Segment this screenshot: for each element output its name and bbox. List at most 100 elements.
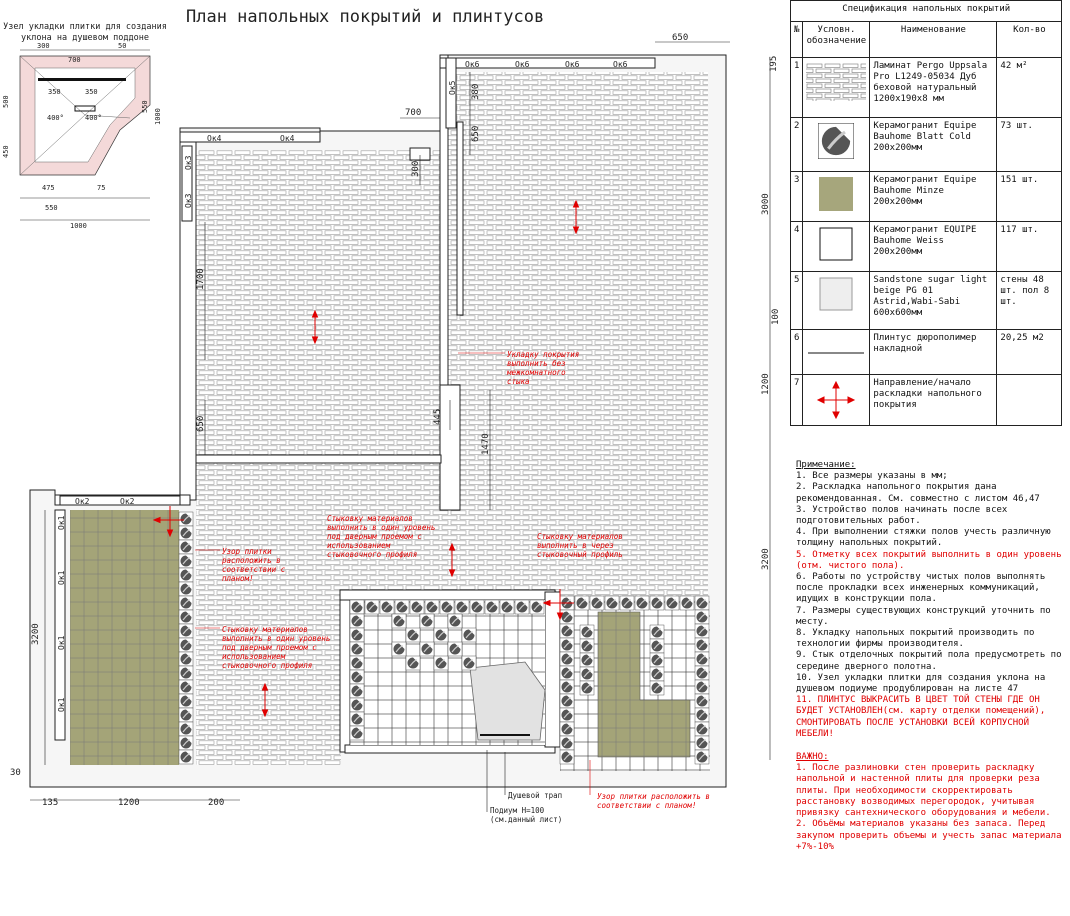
blatt-tile xyxy=(433,655,449,671)
blatt-tile xyxy=(649,680,665,696)
blatt-tile xyxy=(649,652,665,668)
note-item: 4. При выполнении стяжки полов учесть ра… xyxy=(796,527,1051,549)
notes-block: Примечание: 1. Все размеры указаны в мм;… xyxy=(796,460,1068,853)
svg-text:300: 300 xyxy=(37,42,50,50)
blatt-tile xyxy=(349,669,365,685)
svg-text:450: 450 xyxy=(2,145,10,158)
blatt-tile xyxy=(619,595,635,611)
annotation-no-joint: Укладку покрытия выполнить без межкомнат… xyxy=(458,350,579,386)
svg-text:Стыковку материалов: Стыковку материалов xyxy=(537,532,623,541)
windows: Ок6 Ок6 Ок6 Ок6 Ок5 Ок4 Ок4 Ок3 Ок3 Ок2 … xyxy=(54,57,656,741)
black-callouts: Душевой трап Подиум Н=100 (см.данный лис… xyxy=(486,750,562,824)
svg-text:выполнить в один уровень: выполнить в один уровень xyxy=(222,634,330,643)
blatt-tile xyxy=(349,711,365,727)
note-item: 2. Раскладка напольного покрытия дана ре… xyxy=(796,482,1040,504)
sandstone-swatch xyxy=(819,277,853,311)
svg-text:650: 650 xyxy=(672,33,688,43)
svg-text:75: 75 xyxy=(97,184,105,192)
blatt-tile xyxy=(679,595,695,611)
spec-row-2: 2 Керамогранит Equipe Bauhome Blatt Cold… xyxy=(789,117,1063,172)
blatt-tile xyxy=(454,599,470,615)
blatt-tile xyxy=(178,539,194,555)
blatt-tile xyxy=(559,651,575,667)
spec-row-7: 7 Направление/начало раскладки напольног… xyxy=(789,374,1063,426)
note-item: 1. Все размеры указаны в мм; xyxy=(796,471,948,482)
blatt-tile xyxy=(694,735,710,751)
svg-text:Ок5: Ок5 xyxy=(448,80,457,95)
svg-text:Ок1: Ок1 xyxy=(57,697,66,712)
blatt-tile xyxy=(559,707,575,723)
blatt-tile xyxy=(447,613,463,629)
svg-text:475: 475 xyxy=(42,184,55,192)
svg-text:100: 100 xyxy=(771,309,781,325)
svg-text:Ок3: Ок3 xyxy=(184,193,193,208)
svg-text:Ок6: Ок6 xyxy=(515,60,530,69)
blatt-tile xyxy=(694,637,710,653)
laminate-swatch xyxy=(806,63,867,101)
svg-text:Ок4: Ок4 xyxy=(207,134,222,143)
annotation-pattern-right: Узор плитки расположить в соответствии с… xyxy=(589,760,710,810)
blatt-tile xyxy=(178,651,194,667)
blatt-tile xyxy=(559,735,575,751)
svg-text:700: 700 xyxy=(405,108,421,118)
svg-text:400°: 400° xyxy=(85,114,102,122)
svg-text:выполнить без: выполнить без xyxy=(507,359,566,368)
spec-caption: Спецификация напольных покрытий xyxy=(789,0,1063,22)
minze-swatch xyxy=(819,177,854,211)
svg-text:1200: 1200 xyxy=(118,798,140,808)
note-item: 10. Узел укладки плитки для создания укл… xyxy=(796,672,1046,695)
blatt-tile xyxy=(579,666,595,682)
blatt-tile xyxy=(349,655,365,671)
blatt-tile xyxy=(178,665,194,681)
svg-text:380: 380 xyxy=(471,84,481,100)
blatt-tile xyxy=(419,641,435,657)
blatt-tile xyxy=(529,599,545,615)
note-item: 11. ПЛИНТУС ВЫКРАСИТЬ В ЦВЕТ ТОЙ СТЕНЫ Г… xyxy=(796,695,1046,739)
note-item: 3. Устройство полов начинать после всех … xyxy=(796,504,1008,527)
shower-node-diagram: Узел укладки плитки для создания уклона … xyxy=(2,22,167,230)
important-heading: ВАЖНО: xyxy=(796,752,829,763)
svg-text:50: 50 xyxy=(118,42,126,50)
svg-text:Ок6: Ок6 xyxy=(465,60,480,69)
blatt-tile xyxy=(178,707,194,723)
svg-text:выполнить в через: выполнить в через xyxy=(537,541,614,550)
svg-text:3000: 3000 xyxy=(761,193,771,215)
left-tile-area xyxy=(70,510,179,765)
svg-text:стыковочного профиля: стыковочного профиля xyxy=(327,550,417,559)
weiss-swatch xyxy=(819,227,853,261)
note-item: 6. Работы по устройству чистых полов вып… xyxy=(796,572,1046,605)
blatt-tile xyxy=(499,599,515,615)
note-item: 8. Укладку напольных покрытий производит… xyxy=(796,628,1035,650)
blatt-tile xyxy=(694,749,710,765)
node-caption-2: уклона на душевом поддоне xyxy=(21,33,149,43)
blatt-tile xyxy=(178,749,194,765)
annotation-pattern-left: Узор плитки расположить в соответствии с… xyxy=(195,547,286,583)
blatt-tile xyxy=(178,581,194,597)
svg-text:1470: 1470 xyxy=(481,433,491,455)
note-item: 5. Отметку всех покрытий выполнить в оди… xyxy=(796,549,1062,571)
blatt-tile xyxy=(694,609,710,625)
svg-text:Ок1: Ок1 xyxy=(57,515,66,530)
blatt-tile xyxy=(694,679,710,695)
annotation-joint-doorway: Стыковку материалов выполнить в один уро… xyxy=(327,514,435,559)
svg-text:550: 550 xyxy=(141,100,149,113)
svg-text:расположить в: расположить в xyxy=(222,556,281,565)
blatt-tile xyxy=(349,613,365,629)
floor-plan: Узел укладки плитки для создания уклона … xyxy=(2,7,781,824)
svg-text:Подиум Н=100: Подиум Н=100 xyxy=(490,806,545,815)
blatt-tile xyxy=(439,599,455,615)
blatt-tile xyxy=(694,623,710,639)
svg-text:445: 445 xyxy=(433,409,443,425)
spec-row-3: 3 Керамогранит Equipe Bauhome Minze 200х… xyxy=(789,171,1063,222)
svg-text:Ок1: Ок1 xyxy=(57,570,66,585)
blatt-tile xyxy=(559,721,575,737)
svg-text:использованием: использованием xyxy=(327,541,391,550)
spec-row-5: 5 Sandstone sugar light beige PG 01 Astr… xyxy=(789,271,1063,330)
spec-header-no: № xyxy=(789,21,804,58)
blatt-tile xyxy=(178,623,194,639)
blatt-tile xyxy=(461,655,477,671)
svg-text:400°: 400° xyxy=(47,114,64,122)
spec-row-6: 6 Плинтус дюрополимер накладной 20,25 м2 xyxy=(789,329,1063,375)
blatt-tile xyxy=(349,627,365,643)
important-list: 1. После разлиновки стен проверить раскл… xyxy=(796,763,1068,853)
